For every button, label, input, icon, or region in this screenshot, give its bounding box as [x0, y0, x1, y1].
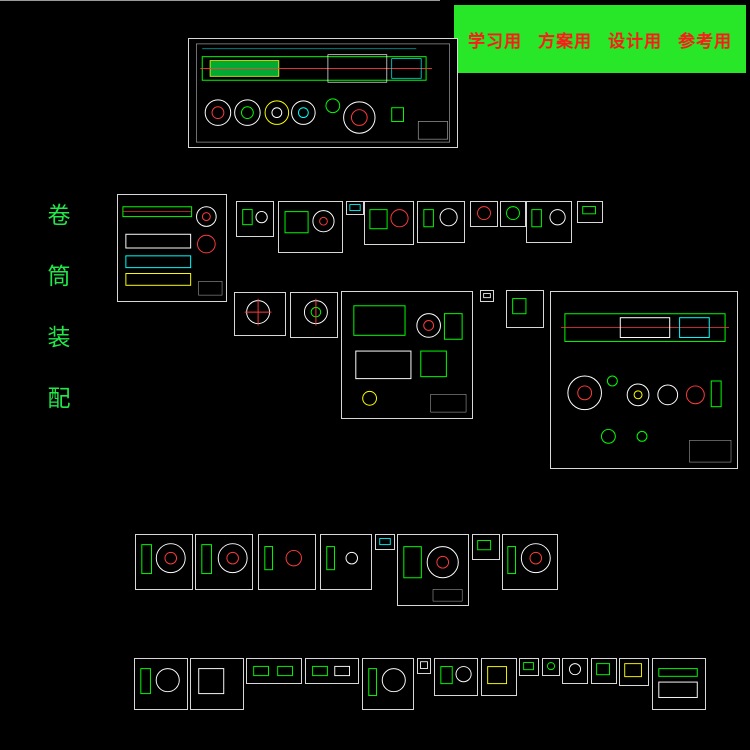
drawing-part-d12[interactable] [591, 658, 617, 684]
title-char-2: 筒 [47, 264, 71, 290]
part-b2-graphic [303, 298, 328, 326]
banner-label-study: 学习用 [468, 31, 522, 52]
part-c8-graphic [507, 543, 551, 575]
drawing-part-a1[interactable] [236, 201, 274, 237]
drawing-part-c3[interactable] [258, 534, 316, 590]
main-assembly-graphic [196, 43, 450, 143]
part-a5-graphic [423, 208, 458, 228]
drawing-part-b1[interactable] [234, 292, 286, 336]
part-c6-graphic [403, 546, 463, 602]
part-c3-graphic [264, 546, 302, 571]
drawing-part-d11[interactable] [562, 658, 588, 684]
drawing-part-a3[interactable] [346, 201, 364, 215]
drawing-main-assembly[interactable] [188, 38, 458, 148]
drawing-part-a5[interactable] [417, 201, 465, 243]
part-a3-graphic [349, 204, 361, 211]
drawing-part-d9[interactable] [519, 658, 539, 676]
part-d7-graphic [440, 666, 472, 685]
part-c2-graphic [201, 543, 248, 575]
part-d10-graphic [547, 662, 555, 671]
drawing-part-a8[interactable] [526, 201, 572, 243]
drawing-part-c7[interactable] [472, 534, 500, 560]
drum-assembly-title: 卷 筒 装 配 [44, 205, 74, 411]
drawing-part-c1[interactable] [135, 534, 193, 590]
usage-banner: 学习用 方案用 设计用 参考用 [454, 5, 746, 73]
part-a6-graphic [477, 206, 491, 220]
bearing-housing-graphic [353, 305, 467, 413]
part-d13-graphic [624, 663, 642, 678]
drawing-part-a2[interactable] [278, 201, 343, 253]
model-space-edge [0, 0, 440, 1]
drawing-part-c2[interactable] [195, 534, 253, 590]
part-d8-graphic [487, 666, 508, 685]
drawing-part-d14[interactable] [652, 658, 706, 710]
drawing-part-c6[interactable] [397, 534, 469, 606]
part-d11-graphic [569, 663, 581, 676]
part-a2-graphic [284, 210, 335, 234]
part-d14-graphic [658, 668, 698, 698]
banner-label-scheme: 方案用 [538, 31, 592, 52]
shaft-assembly-graphic [560, 313, 732, 463]
drum-detail-graphic [122, 206, 223, 296]
drawing-part-d8[interactable] [481, 658, 517, 696]
title-char-3: 装 [47, 325, 71, 351]
part-a4-graphic [369, 209, 409, 230]
part-c5-graphic [379, 538, 391, 546]
drawing-part-d13[interactable] [619, 658, 649, 686]
banner-label-design: 设计用 [608, 31, 662, 52]
title-char-4: 配 [47, 386, 71, 412]
part-c7-graphic [477, 540, 492, 551]
drawing-part-d2[interactable] [190, 658, 244, 710]
part-d2-graphic [198, 668, 225, 695]
drawing-part-a9[interactable] [577, 201, 603, 223]
part-b1-graphic [244, 298, 272, 326]
drawing-part-d7[interactable] [434, 658, 478, 696]
drawing-part-a4[interactable] [364, 201, 414, 245]
drawing-bearing-housing[interactable] [341, 291, 473, 419]
part-a1-graphic [242, 209, 268, 226]
part-b3-graphic [483, 293, 491, 299]
drawing-part-d1[interactable] [134, 658, 188, 710]
drawing-shaft-assembly[interactable] [550, 291, 738, 469]
part-b4-graphic [512, 298, 527, 315]
drawing-part-c8[interactable] [502, 534, 558, 590]
drawing-part-c5[interactable] [375, 534, 395, 550]
part-c4-graphic [326, 546, 359, 571]
drawing-part-b3[interactable] [480, 290, 494, 302]
part-c1-graphic [141, 543, 186, 575]
drawing-part-d6[interactable] [417, 658, 431, 674]
drawing-part-c4[interactable] [320, 534, 372, 590]
drawing-part-d4[interactable] [305, 658, 359, 684]
part-d3-graphic [253, 665, 293, 677]
title-char-1: 卷 [47, 203, 71, 229]
part-d4-graphic [312, 665, 351, 677]
drawing-part-a6[interactable] [470, 201, 498, 227]
part-a9-graphic [582, 206, 596, 215]
drawing-part-d5[interactable] [362, 658, 414, 710]
part-a7-graphic [506, 206, 520, 220]
drawing-part-b2[interactable] [290, 292, 338, 338]
part-d5-graphic [368, 668, 406, 697]
banner-label-reference: 参考用 [678, 31, 732, 52]
part-a8-graphic [531, 209, 566, 228]
part-d6-graphic [420, 661, 428, 669]
drawing-part-a7[interactable] [500, 201, 526, 227]
drawing-part-d10[interactable] [542, 658, 560, 676]
drawing-part-b4[interactable] [506, 290, 544, 328]
part-d9-graphic [523, 662, 534, 671]
part-d1-graphic [140, 668, 180, 695]
drawing-drum-detail[interactable] [117, 194, 227, 302]
part-d12-graphic [596, 663, 610, 676]
drawing-part-d3[interactable] [246, 658, 302, 684]
